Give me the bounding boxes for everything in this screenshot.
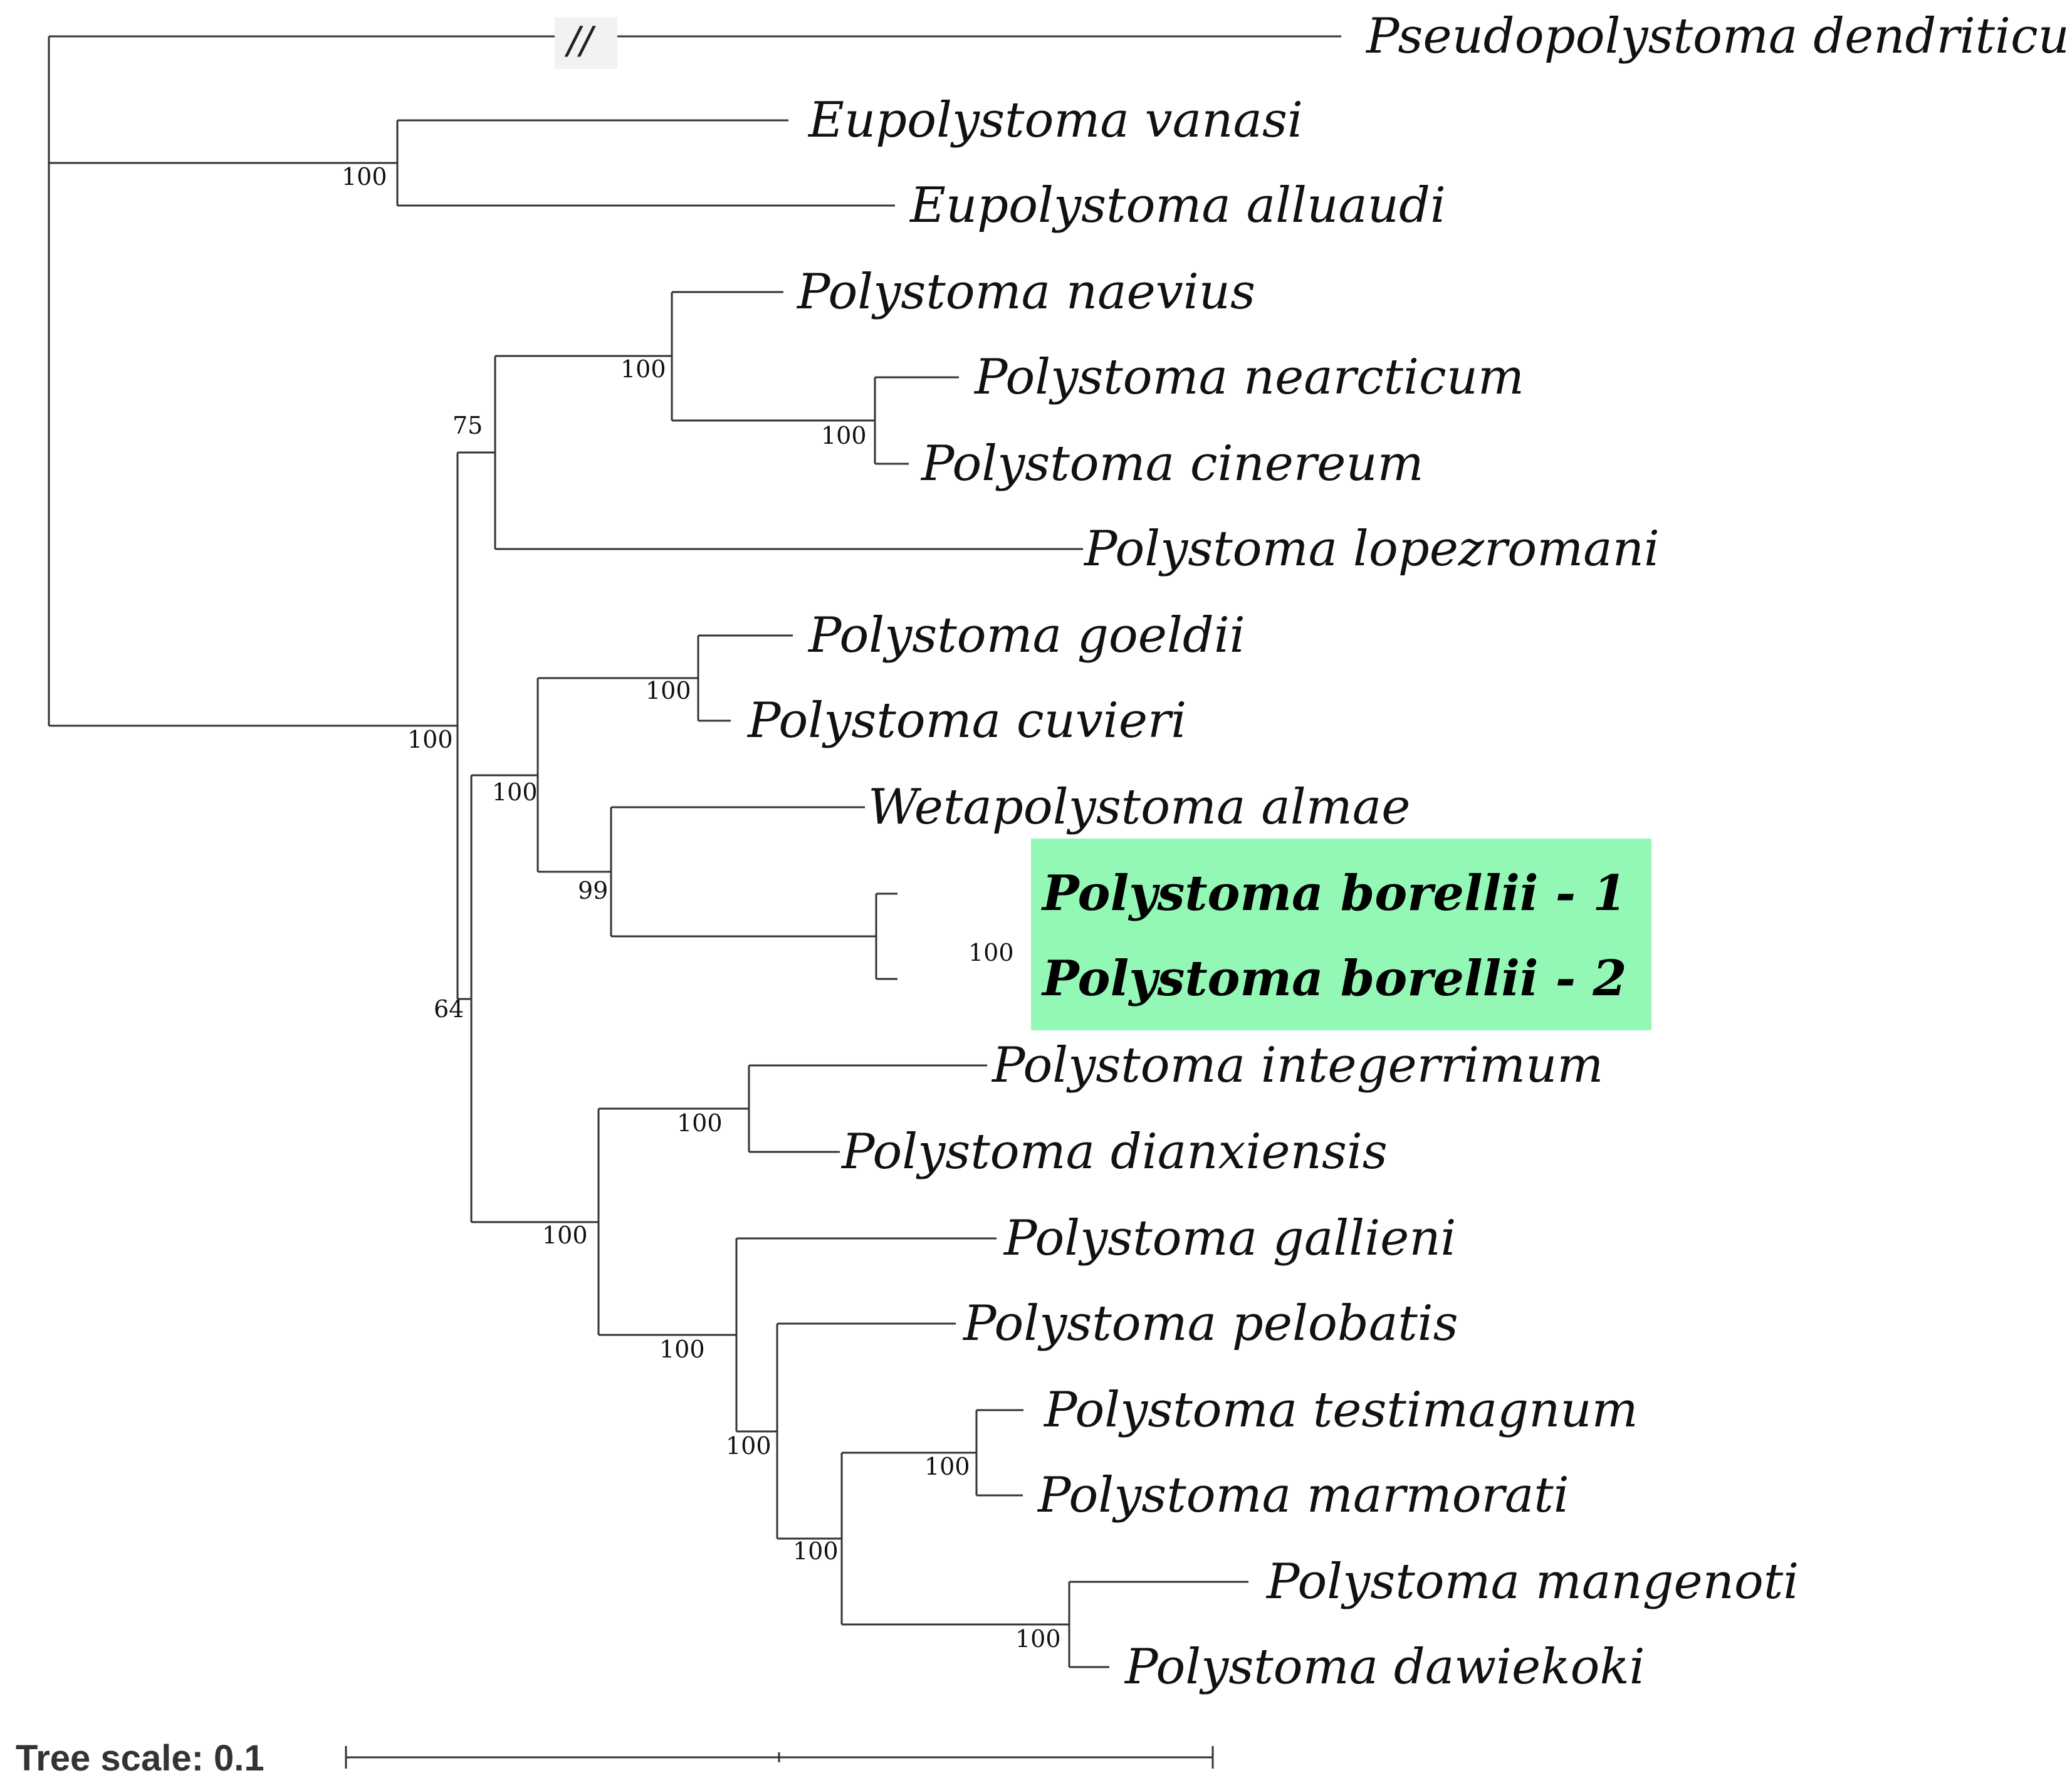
- taxon-label-goeldii: Polystoma goeldii: [807, 607, 1245, 664]
- scale-label: Tree scale: 0.1: [16, 1738, 264, 1778]
- taxon-label-cuvieri: Polystoma cuvieri: [746, 693, 1186, 749]
- taxon-label-wetapolystoma: Wetapolystoma almae: [868, 779, 1410, 835]
- highlight-box: [1031, 839, 1651, 1030]
- taxon-label-lopezromani: Polystoma lopezromani: [1083, 521, 1660, 577]
- taxon-label-cinereum: Polystoma cinereum: [920, 436, 1424, 492]
- support-value-weta-borellii: 99: [578, 877, 608, 904]
- support-value-upper-inner: 100: [793, 1537, 839, 1565]
- taxon-label-naevius: Polystoma naevius: [796, 264, 1255, 320]
- taxon-label-dawiekoki: Polystoma dawiekoki: [1124, 1639, 1645, 1695]
- taxon-label-integerrimum: Polystoma integerrimum: [991, 1037, 1603, 1094]
- taxon-label-nearcticum: Polystoma nearcticum: [973, 349, 1524, 405]
- tree-branches: [48, 35, 1341, 1668]
- branch-break-background: [555, 18, 617, 69]
- support-value-pelobatis-clade: 100: [726, 1432, 772, 1460]
- taxon-label-gallieni: Polystoma gallieni: [1003, 1210, 1457, 1267]
- support-value-gallieni-clade: 100: [659, 1336, 705, 1363]
- taxon-label-dianxiensis: Polystoma dianxiensis: [840, 1124, 1388, 1180]
- support-value-borellii: 100: [968, 939, 1014, 966]
- support-value-mangenoti-dawiekoki: 100: [1015, 1625, 1061, 1653]
- support-value-clade-100a: 100: [492, 778, 538, 806]
- support-value-clade-64: 64: [434, 995, 464, 1023]
- support-value-integerrimum-dianxiensis: 100: [677, 1109, 723, 1137]
- support-value-goeldii-cuvieri: 100: [646, 677, 691, 704]
- support-value-nearcticum-cinereum: 100: [821, 422, 867, 449]
- support-value-testimagnum-marmorati: 100: [924, 1453, 970, 1480]
- taxon-label-borellii-2: Polystoma borellii - 2: [1041, 950, 1627, 1007]
- taxon-label-borellii-1: Polystoma borellii - 1: [1041, 865, 1627, 922]
- support-value-naevius-clade: 100: [620, 355, 666, 383]
- support-value-eupolystoma: 100: [342, 163, 387, 191]
- taxon-label-pelobatis: Polystoma pelobatis: [962, 1295, 1458, 1352]
- taxon-label-mangenoti: Polystoma mangenoti: [1265, 1554, 1799, 1610]
- scale-bar: [345, 1746, 1214, 1769]
- support-values: 100 99 100 100 100 100 75 100 100 100 100 100 100 100…: [342, 163, 1061, 1653]
- taxon-label-eu-vanasi: Eupolystoma vanasi: [807, 92, 1303, 149]
- taxon-label-pseudopolystoma: Pseudopolystoma dendriticum: [1365, 8, 2072, 65]
- taxon-label-marmorati: Polystoma marmorati: [1037, 1467, 1569, 1524]
- support-value-polystoma-root: 100: [407, 726, 453, 753]
- taxon-label-eu-alluaudi: Eupolystoma alluaudi: [909, 177, 1446, 234]
- branch-break-mark: //: [564, 19, 596, 63]
- support-value-clade-100b: 100: [542, 1221, 588, 1249]
- taxon-label-testimagnum: Polystoma testimagnum: [1043, 1382, 1638, 1438]
- support-value-clade-75: 75: [453, 412, 483, 439]
